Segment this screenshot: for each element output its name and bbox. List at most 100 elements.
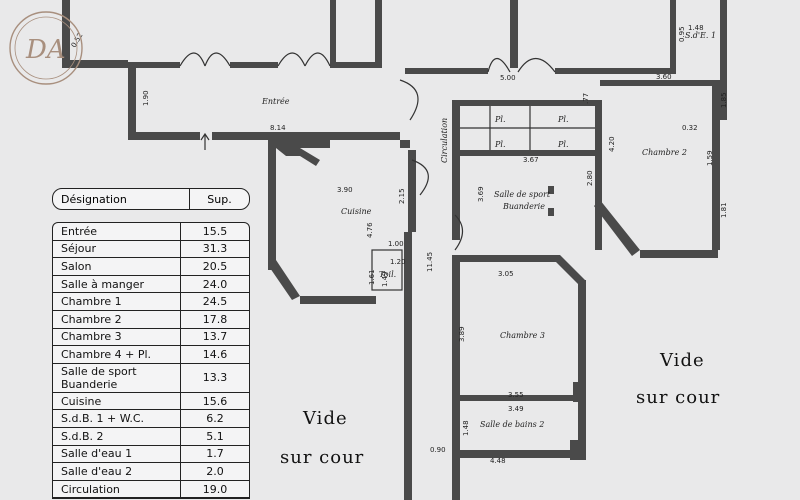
wall-top-left <box>62 0 128 68</box>
room-area: 5.1 <box>206 429 224 443</box>
room-name: Salle de sport Buanderie <box>53 363 181 392</box>
room-area: 31.3 <box>202 242 228 256</box>
room-label-buanderie: Buanderie <box>502 202 545 211</box>
table-row: Salon 20.5 <box>53 258 249 276</box>
room-name: Circulation <box>53 480 181 498</box>
room-name: Chambre 1 <box>53 293 181 310</box>
vide-left-line2: sur cour <box>280 447 364 468</box>
wall-circulation <box>404 100 460 500</box>
dim-0-90: 0.90 <box>430 446 446 454</box>
table-row: Salle d'eau 2 2.0 <box>53 463 249 481</box>
placard-label-4: Pl. <box>557 140 568 149</box>
room-area: 20.5 <box>202 259 228 273</box>
logo-seal: DA <box>9 11 83 85</box>
wall-chambre3 <box>460 255 586 460</box>
wall-top <box>128 62 670 74</box>
column-4 <box>570 440 578 460</box>
vide-left-line1: Vide <box>302 408 348 429</box>
room-area: 2.0 <box>206 464 224 478</box>
table-row: Chambre 2 17.8 <box>53 310 249 329</box>
placard-lines <box>460 106 595 150</box>
dim-1-48-bottom: 1.48 <box>462 420 470 436</box>
room-label-sde1: S.d'E. 1 <box>685 31 716 40</box>
room-area: 13.7 <box>202 330 228 344</box>
area-table-header: Désignation Sup. <box>52 188 250 210</box>
room-label-cuisine: Cuisine <box>341 207 372 216</box>
table-row: Chambre 4 + Pl. 14.6 <box>53 346 249 364</box>
vide-right-line1: Vide <box>659 350 705 371</box>
table-row: Entrée 15.5 <box>53 223 249 241</box>
room-name: Séjour <box>53 240 181 258</box>
dim-0-32: 0.32 <box>682 124 698 132</box>
table-row: Circulation 19.0 <box>53 480 249 499</box>
table-row: Salle à manger 24.0 <box>53 275 249 294</box>
room-label-circulation: Circulation <box>440 118 449 163</box>
column-1 <box>548 186 554 194</box>
room-area: 24.0 <box>202 277 228 291</box>
table-row: Séjour 31.3 <box>53 240 249 259</box>
room-label-chambre3: Chambre 3 <box>500 331 545 340</box>
door-arcs <box>179 52 556 251</box>
dim-1-61: 1.61 <box>368 269 376 285</box>
column-3 <box>573 382 581 402</box>
wall-chambre2 <box>594 80 720 258</box>
room-label-sport: Salle de sport <box>494 190 551 199</box>
column-2 <box>548 208 554 216</box>
table-row: Salle d'eau 1 1.7 <box>53 445 249 464</box>
toilet-box <box>371 249 403 291</box>
room-name: Salle à manger <box>53 275 181 293</box>
room-name: Chambre 4 + Pl. <box>53 346 181 363</box>
table-row: Chambre 3 13.7 <box>53 328 249 347</box>
room-area: 17.8 <box>202 312 228 326</box>
room-label-chambre2: Chambre 2 <box>642 148 687 157</box>
dim-4-48: 4.48 <box>490 457 506 465</box>
dim-3-69: 3.69 <box>477 186 485 202</box>
room-name: Cuisine <box>53 392 181 410</box>
dim-1-49: 1.49 <box>381 271 389 287</box>
logo-initials: DA <box>25 35 66 65</box>
room-label-toilet: Toil. <box>379 270 396 279</box>
header-designation: Désignation <box>53 189 190 209</box>
dim-1-81: 1.81 <box>720 202 728 218</box>
placard-label-3: Pl. <box>494 140 505 149</box>
room-name: Chambre 2 <box>53 310 181 328</box>
room-name: Salon <box>53 258 181 275</box>
room-label-salle-bains2: Salle de bains 2 <box>480 420 544 429</box>
room-area: 19.0 <box>202 482 228 496</box>
wall-cuisine <box>268 140 416 304</box>
room-name: Salle d'eau 2 <box>53 463 181 480</box>
room-name: S.d.B. 1 + W.C. <box>53 410 181 427</box>
entry-arrow <box>200 132 210 150</box>
table-row: S.d.B. 1 + W.C.6.2 <box>53 410 249 428</box>
room-name: Chambre 3 <box>53 328 181 346</box>
wall-entree-left <box>128 68 400 140</box>
wall-cuisine-diag <box>276 148 320 166</box>
dim-3-90: 3.90 <box>337 186 353 194</box>
placard-label-1: Pl. <box>494 115 505 124</box>
dim-1-20: 1.20 <box>390 258 406 266</box>
dim-1-90: 1.90 <box>142 90 150 106</box>
table-row: Cuisine 15.6 <box>53 392 249 411</box>
room-area: 24.5 <box>202 295 228 309</box>
vide-right-line2: sur cour <box>636 387 720 408</box>
room-area: 1.7 <box>206 447 224 461</box>
dim-2-80: 2.80 <box>586 170 594 186</box>
room-area: 15.5 <box>202 224 228 238</box>
room-name: Salle d'eau 1 <box>53 445 181 463</box>
dim-3-89: 3.89 <box>458 326 466 342</box>
room-name: Entrée <box>53 223 181 240</box>
dim-1-85: 1.85 <box>720 92 728 108</box>
dim-3-60: 3.60 <box>656 73 672 81</box>
room-label-entree: Entrée <box>261 97 290 106</box>
dim-1-48-top: 1.48 <box>688 24 704 32</box>
wall-placard <box>460 100 602 250</box>
dim-8-14: 8.14 <box>270 124 286 132</box>
dim-0-95: 0.95 <box>678 26 686 42</box>
dim-1-59: 1.59 <box>706 150 714 166</box>
dim-3-55: 3.55 <box>508 391 524 399</box>
room-area: 14.6 <box>202 347 228 361</box>
room-area: 15.6 <box>202 394 228 408</box>
